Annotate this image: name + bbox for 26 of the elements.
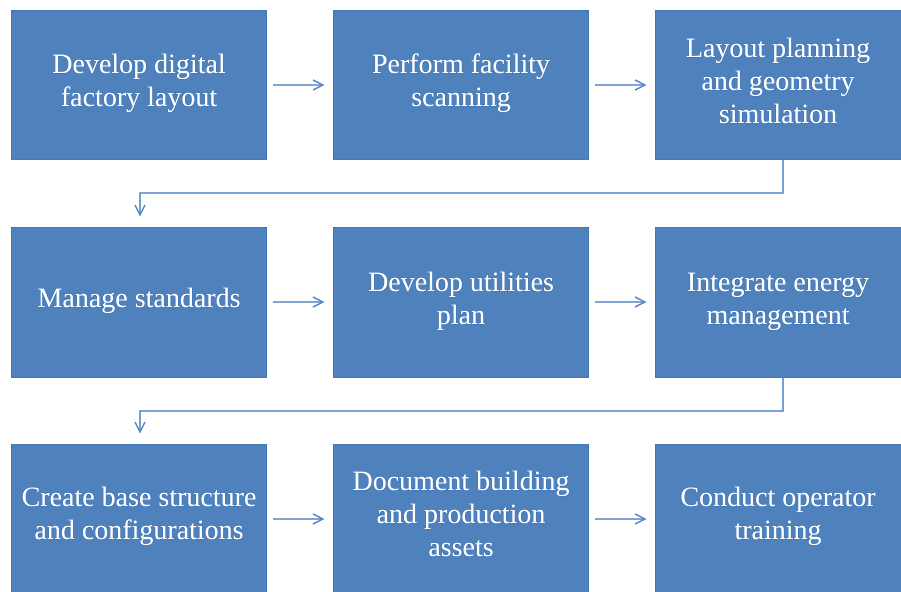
arrow [595,296,646,308]
arrow [134,160,784,216]
arrow [273,79,324,91]
process-box [333,227,589,378]
process-label: Create base structure and configurations [20,481,258,547]
process-box [11,227,267,378]
process-box [11,10,267,160]
arrow [273,513,324,525]
process-label: Layout planning and geometry simulation [684,32,872,130]
process-box [333,444,589,592]
process-box [333,10,589,160]
process-label: Perform facility scanning [370,48,552,114]
process-label: Develop digital factory layout [51,48,227,114]
process-label: Manage standards [38,282,240,315]
arrow [595,79,646,91]
process-label: Document building and production assets [352,464,570,564]
arrow [595,513,646,525]
process-label: Develop utilities plan [367,266,555,332]
process-label: Integrate energy management [686,266,870,332]
process-box [11,444,267,592]
process-box [655,227,901,378]
process-label: Conduct operator training [679,481,877,547]
arrow [134,378,784,433]
arrow [273,296,324,308]
process-box [655,10,901,160]
process-box [655,444,901,592]
